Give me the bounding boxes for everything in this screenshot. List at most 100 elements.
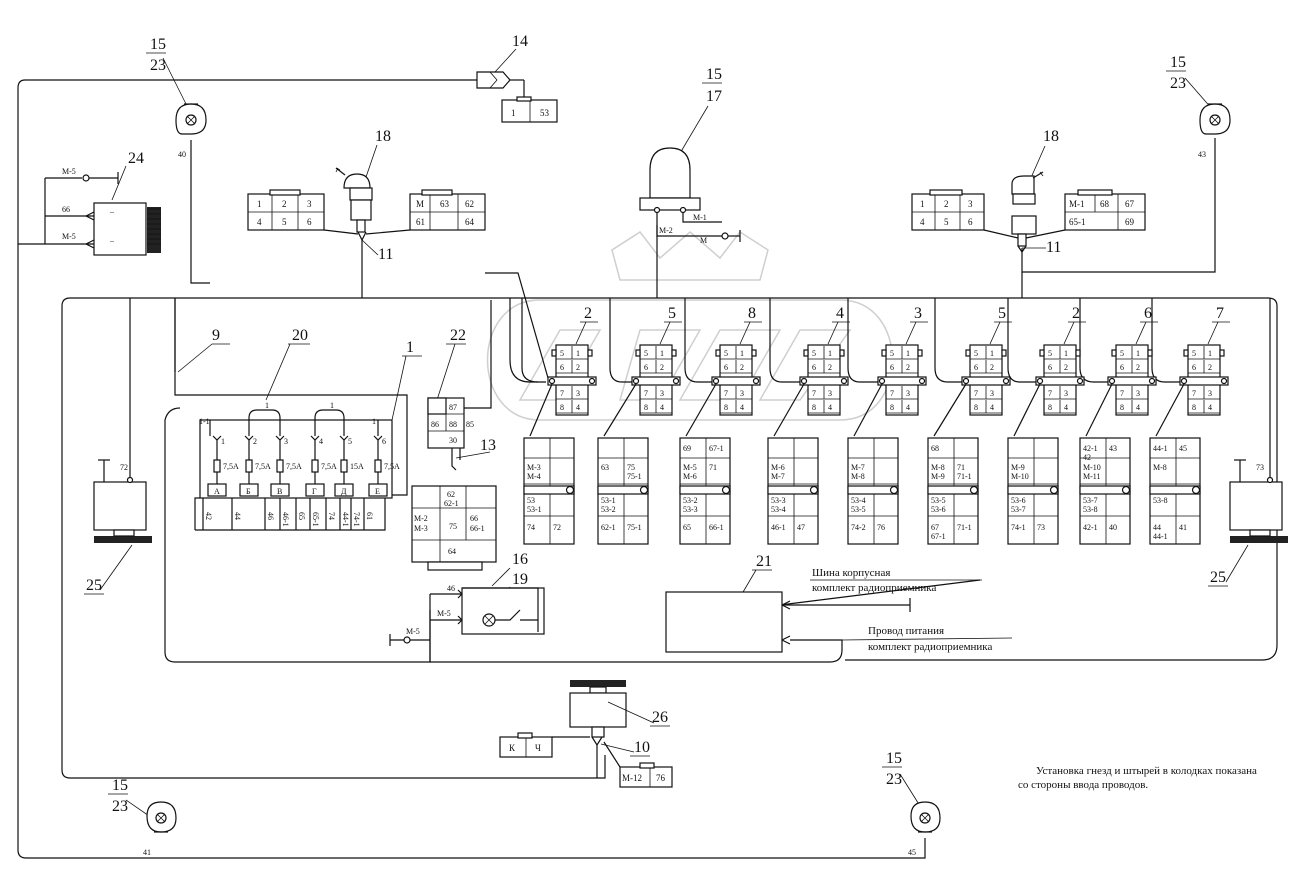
switch-pin: 1	[990, 349, 994, 358]
item-24: 24 M-5 66 M-5 ‒ ‒	[18, 150, 161, 256]
callout-number: 6	[1144, 305, 1152, 322]
plug-pin: 53-3	[771, 496, 786, 505]
switch-pin: 5	[724, 349, 728, 358]
fuse: 17,5AА	[207, 435, 239, 497]
fuse-letter: А	[214, 487, 220, 496]
wire-label: 72	[120, 463, 128, 472]
plug-pin: M-1	[1069, 199, 1085, 209]
plug-pin: 68	[931, 444, 939, 453]
switch-pin: 1	[1136, 349, 1140, 358]
wire-label: 40	[178, 150, 186, 159]
callout-number: 7	[1216, 305, 1224, 322]
plug-pin: 63	[601, 463, 609, 472]
wire-label: M-5	[406, 627, 420, 636]
plug-pin: 53-7	[1083, 496, 1098, 505]
plug-pin: M-2	[414, 514, 428, 523]
switch-pin: 7	[1192, 389, 1196, 398]
plug-pin: 53-8	[1153, 496, 1168, 505]
item-25-right: 73 25	[1208, 459, 1288, 587]
plug-pin: К	[509, 743, 516, 753]
plug-pin: 6	[968, 217, 973, 227]
fuse-terminal: 3	[284, 437, 288, 446]
switch-14: 14 1 53	[476, 33, 558, 123]
callout-number: 9	[212, 327, 220, 344]
callout-number: 21	[756, 553, 772, 570]
wire-label: 45	[908, 848, 916, 857]
fuse-letter: Д	[341, 487, 347, 496]
plug-pin: M-9	[931, 472, 945, 481]
item-18-left: 18 11 1 2 3 4 5 6 M 63 62 61 64	[247, 128, 486, 263]
switch-pin: 5	[560, 349, 564, 358]
wire-label: M-5	[62, 232, 76, 241]
fuse-wire-label: 46-1	[281, 512, 290, 527]
plug-pin: 65	[683, 523, 691, 532]
switch-pin: 5	[1120, 349, 1124, 358]
switch-pin: 6	[560, 363, 564, 372]
switch-pin: 7	[1048, 389, 1052, 398]
fuse-wire-label: 74	[327, 512, 336, 520]
item-16-19: 16 19 46 M-5 M-5	[389, 551, 545, 662]
relay-pin: 86	[431, 420, 439, 429]
plug-pin: 73	[1037, 523, 1045, 532]
switch-pin: 2	[1208, 363, 1212, 372]
fuse-terminal: 5	[348, 437, 352, 446]
plug-pin: 65-1	[1069, 217, 1086, 227]
plug-pin: 53-2	[683, 496, 698, 505]
plug-pin: 40	[1109, 523, 1117, 532]
plug-pin: 53-4	[771, 505, 786, 514]
plug-pin: M-10	[1011, 472, 1029, 481]
switch-pin: 5	[890, 349, 894, 358]
switch-pin: 1	[576, 349, 580, 358]
switch-pin: 4	[828, 403, 832, 412]
plug-pin: 76	[656, 773, 666, 783]
fuse-rating: 7,5A	[286, 462, 302, 471]
callout-number: 5	[998, 305, 1006, 322]
switch-pin: 5	[1048, 349, 1052, 358]
radio-kit-label: комплект радиоприемника	[812, 582, 936, 594]
plug-pin: 3	[968, 199, 973, 209]
fuse: 47,5AГ	[305, 435, 337, 497]
wire-label: 73	[1256, 463, 1264, 472]
wire-label: M-1	[693, 213, 707, 222]
plug-pin: 69	[1125, 217, 1135, 227]
switch-pin: 3	[1136, 389, 1140, 398]
switch-pin: 1	[660, 349, 664, 358]
switch-pin: 8	[724, 403, 728, 412]
footnote: Установка гнезд и штырей в колодках пока…	[1018, 765, 1257, 791]
plug-pin: 53-8	[1083, 505, 1098, 514]
plug-pin: 46-1	[771, 523, 786, 532]
switch-pin: 6	[1192, 363, 1196, 372]
plug-pin: 53-3	[683, 505, 698, 514]
plug-pin: 1	[511, 108, 516, 118]
switch-pin: 5	[1192, 349, 1196, 358]
wire-label: M	[700, 236, 707, 245]
plug-pin: M-3	[527, 463, 541, 472]
callout-number: 23	[886, 771, 902, 788]
roof-lamp: 15 17 M-1 M-2 M	[639, 66, 741, 245]
plug-pin: 69	[683, 444, 691, 453]
plug-pin: 2	[944, 199, 949, 209]
fuse-link-label: 1	[330, 401, 334, 410]
fuse-rating: 7,5A	[223, 462, 239, 471]
fuse-terminal: 4	[319, 437, 323, 446]
fuse-link-label: 1	[265, 401, 269, 410]
plug-pin: M-5	[683, 463, 697, 472]
switch-pin: 7	[560, 389, 564, 398]
plug-pin: 66-1	[709, 523, 724, 532]
wire-label: 41	[143, 848, 151, 857]
plug-pin: 5	[944, 217, 949, 227]
svg-text:‒: ‒	[109, 207, 115, 216]
plug-pin: 71	[709, 463, 717, 472]
plug-pin: M-9	[1011, 463, 1025, 472]
switch-pin: 1	[1208, 349, 1212, 358]
plug-pin: 53-2	[601, 505, 616, 514]
plug-pin: 71-1	[957, 472, 972, 481]
fuse: 37,5AВ	[270, 435, 302, 497]
